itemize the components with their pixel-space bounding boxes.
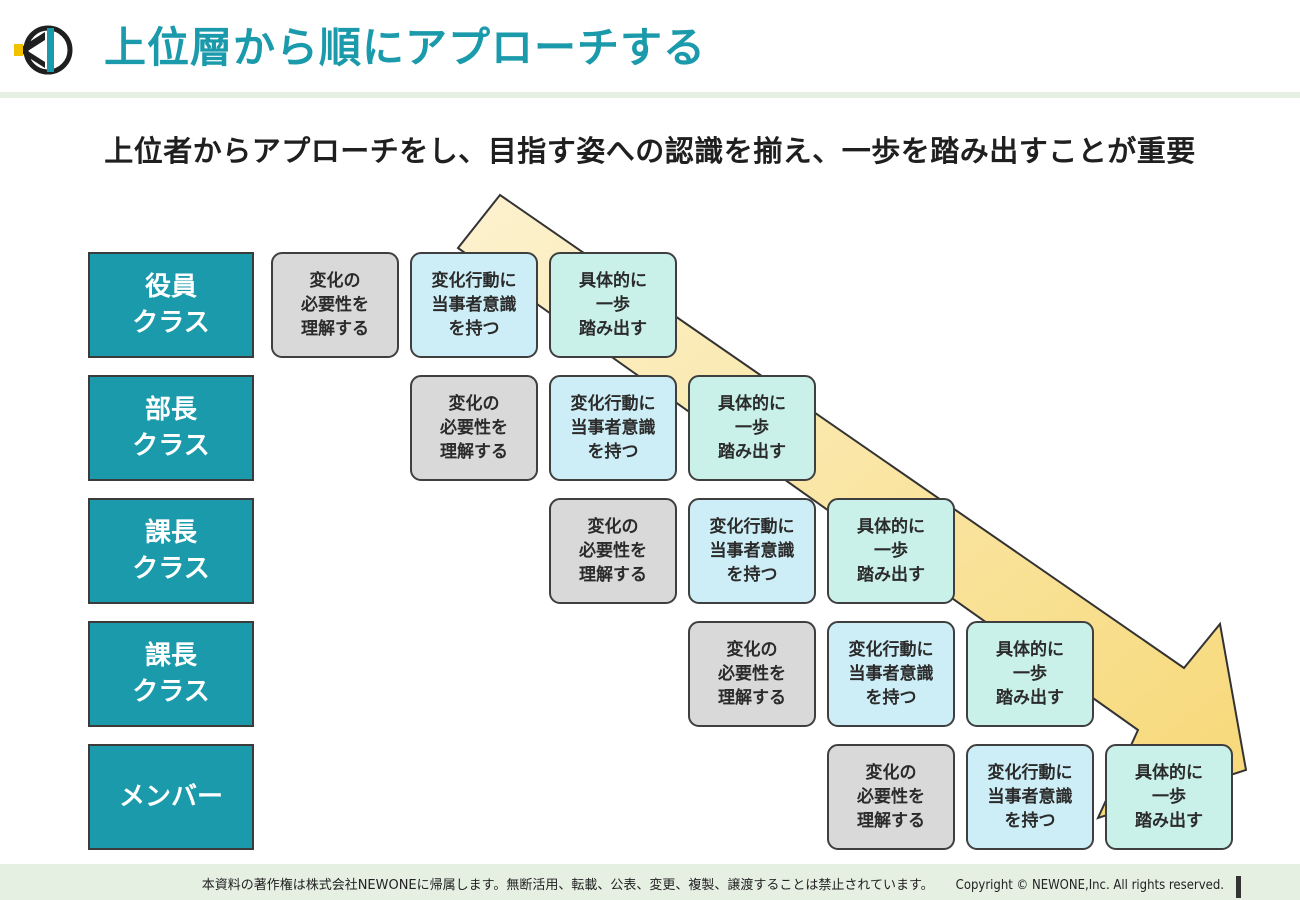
step-line: 理解する [440,442,508,462]
step-ownership: 変化行動に当事者意識を持つ [966,744,1094,850]
newone-logo-icon [14,25,73,75]
level-label-line: クラス [132,554,210,584]
step-line: 必要性を [301,295,369,315]
step-line: 一歩 [596,295,630,315]
step-line: 当事者意識 [709,541,795,561]
level-label-line: クラス [132,677,210,707]
step-ownership: 変化行動に当事者意識を持つ [827,621,955,727]
step-line: 必要性を [579,541,647,561]
level-label-line: メンバー [118,782,223,812]
step-line: を持つ [448,319,500,339]
step-line: 変化行動に [570,394,656,414]
level-label-line: 役員 [144,272,197,302]
level-label-line: 課長 [144,641,197,671]
footer: 本資料の著作権は株式会社NEWONEに帰属します。無断活用、転載、公表、変更、複… [0,864,1300,900]
step-line: 踏み出す [1135,811,1203,831]
copyright-notice: 本資料の著作権は株式会社NEWONEに帰属します。無断活用、転載、公表、変更、複… [201,878,934,893]
step-line: 具体的に [579,271,647,291]
page-subtitle: 上位者からアプローチをし、目指す姿への認識を揃え、一歩を踏み出すことが重要 [104,134,1196,168]
step-line: 理解する [579,565,647,585]
step-ownership: 変化行動に当事者意識を持つ [688,498,816,604]
step-line: 理解する [718,688,786,708]
step-understand-change: 変化の必要性を理解する [688,621,816,727]
step-line: 具体的に [996,640,1064,660]
step-line: 一歩 [874,541,908,561]
footer-accent-bar [1236,876,1241,898]
step-line: 変化の [587,517,639,537]
step-line: 当事者意識 [987,787,1073,807]
level-label-line: 部長 [144,395,197,425]
step-ownership: 変化行動に当事者意識を持つ [410,252,538,358]
step-take-action: 具体的に一歩踏み出す [966,621,1094,727]
page-title: 上位層から順にアプローチする [104,23,707,72]
step-take-action: 具体的に一歩踏み出す [688,375,816,481]
step-understand-change: 変化の必要性を理解する [410,375,538,481]
step-understand-change: 変化の必要性を理解する [271,252,399,358]
level-label-executive: 役員クラス [88,252,254,358]
level-label-section-head: 課長クラス [88,498,254,604]
level-label-department-head: 部長クラス [88,375,254,481]
step-understand-change: 変化の必要性を理解する [549,498,677,604]
step-line: 必要性を [718,664,786,684]
step-line: 具体的に [718,394,786,414]
footer-text: 本資料の著作権は株式会社NEWONEに帰属します。無断活用、転載、公表、変更、複… [202,874,1224,893]
step-line: 変化行動に [987,763,1073,783]
copyright-line: Copyright © NEWONE,Inc. All rights reser… [955,878,1224,893]
step-line: を持つ [1004,811,1056,831]
step-line: を持つ [587,442,639,462]
step-line: 一歩 [1013,664,1047,684]
level-label-line: クラス [132,308,210,338]
step-line: 変化行動に [848,640,934,660]
step-take-action: 具体的に一歩踏み出す [1105,744,1233,850]
step-line: を持つ [726,565,778,585]
header: 上位層から順にアプローチする [0,0,1300,92]
step-line: を持つ [865,688,917,708]
step-line: 一歩 [1152,787,1186,807]
step-line: 具体的に [1135,763,1203,783]
step-line: 当事者意識 [431,295,517,315]
level-label-line: 課長 [144,518,197,548]
step-line: 理解する [857,811,925,831]
step-line: 踏み出す [857,565,925,585]
step-line: 変化行動に [709,517,795,537]
step-line: 変化の [309,271,361,291]
step-line: 踏み出す [579,319,647,339]
step-take-action: 具体的に一歩踏み出す [827,498,955,604]
step-line: 理解する [301,319,369,339]
step-line: 変化行動に [431,271,517,291]
step-line: 必要性を [440,418,508,438]
header-divider [0,92,1300,98]
level-label-section-head-2: 課長クラス [88,621,254,727]
step-take-action: 具体的に一歩踏み出す [549,252,677,358]
step-line: 具体的に [857,517,925,537]
step-understand-change: 変化の必要性を理解する [827,744,955,850]
step-line: 必要性を [857,787,925,807]
step-line: 変化の [726,640,778,660]
step-line: 変化の [865,763,917,783]
step-ownership: 変化行動に当事者意識を持つ [549,375,677,481]
level-label-member: メンバー [88,744,254,850]
level-label-line: クラス [132,431,210,461]
step-line: 当事者意識 [848,664,934,684]
step-line: 一歩 [735,418,769,438]
step-line: 当事者意識 [570,418,656,438]
step-line: 踏み出す [718,442,786,462]
step-line: 変化の [448,394,500,414]
step-line: 踏み出す [996,688,1064,708]
